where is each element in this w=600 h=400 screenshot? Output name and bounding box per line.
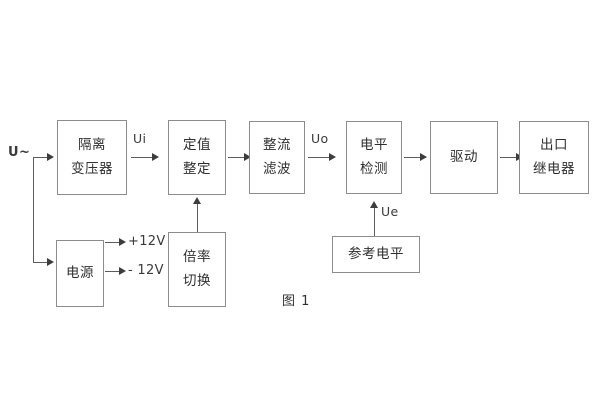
block-rectify-filter-line1: 整流 bbox=[263, 136, 291, 153]
arrow-rail-positive bbox=[119, 238, 126, 246]
wire-input-to-transformer bbox=[33, 157, 49, 158]
signal-label-ui: Ui bbox=[133, 131, 147, 146]
rail-label-negative: - 12V bbox=[128, 263, 164, 278]
wire-rail-positive bbox=[105, 242, 122, 243]
block-level-detection-line2: 检测 bbox=[360, 160, 388, 177]
block-level-detection[interactable]: 电平 检测 bbox=[346, 121, 402, 194]
wire-setting-to-rectify bbox=[228, 157, 250, 158]
wire-reference-to-level bbox=[374, 207, 375, 236]
block-setting-value[interactable]: 定值 整定 bbox=[168, 120, 226, 195]
wire-ratio-to-setting bbox=[197, 203, 198, 232]
block-rectify-filter[interactable]: 整流 滤波 bbox=[249, 121, 305, 194]
block-setting-value-line1: 定值 bbox=[183, 136, 211, 153]
wire-input-trunk bbox=[33, 157, 34, 262]
block-power-supply[interactable]: 电源 bbox=[56, 240, 104, 307]
block-ratio-switch-line2: 切换 bbox=[183, 272, 211, 289]
block-driver[interactable]: 驱动 bbox=[430, 121, 498, 194]
block-output-relay-line1: 出口 bbox=[540, 136, 568, 153]
block-reference-level[interactable]: 参考电平 bbox=[332, 236, 420, 273]
block-isolation-transformer[interactable]: 隔离 变压器 bbox=[57, 120, 127, 195]
wire-input-to-power-supply bbox=[33, 262, 49, 263]
wire-driver-to-relay bbox=[500, 157, 522, 158]
arrow-level-to-driver bbox=[420, 153, 427, 161]
block-reference-level-line1: 参考电平 bbox=[348, 245, 404, 262]
arrow-transformer-to-setting bbox=[152, 153, 159, 161]
wire-rectify-to-level bbox=[308, 157, 333, 158]
block-output-relay[interactable]: 出口 继电器 bbox=[519, 121, 589, 194]
arrow-input-to-transformer bbox=[47, 153, 54, 161]
block-output-relay-line2: 继电器 bbox=[533, 160, 575, 177]
arrow-reference-to-level bbox=[370, 201, 378, 208]
arrow-input-to-power-supply bbox=[47, 258, 54, 266]
input-port-label: U~ bbox=[8, 145, 31, 160]
wire-level-to-driver bbox=[404, 157, 426, 158]
block-setting-value-line2: 整定 bbox=[183, 160, 211, 177]
block-rectify-filter-line2: 滤波 bbox=[263, 160, 291, 177]
arrow-ratio-to-setting bbox=[193, 197, 201, 204]
block-ratio-switch-line1: 倍率 bbox=[183, 248, 211, 265]
block-ratio-switch[interactable]: 倍率 切换 bbox=[168, 232, 226, 307]
arrow-rail-negative bbox=[119, 267, 126, 275]
block-power-supply-line1: 电源 bbox=[66, 264, 94, 281]
arrow-setting-to-rectify bbox=[244, 153, 251, 161]
wire-transformer-to-setting bbox=[131, 157, 156, 158]
block-level-detection-line1: 电平 bbox=[360, 136, 388, 153]
arrow-rectify-to-level bbox=[329, 153, 336, 161]
signal-label-ue: Ue bbox=[381, 204, 399, 219]
block-driver-line1: 驱动 bbox=[450, 148, 478, 165]
signal-label-uo: Uo bbox=[311, 131, 329, 146]
rail-label-positive: +12V bbox=[128, 234, 166, 249]
wire-rail-negative bbox=[105, 271, 122, 272]
figure-caption: 图 1 bbox=[282, 294, 311, 309]
block-isolation-transformer-line1: 隔离 bbox=[78, 136, 106, 153]
block-isolation-transformer-line2: 变压器 bbox=[71, 160, 113, 177]
